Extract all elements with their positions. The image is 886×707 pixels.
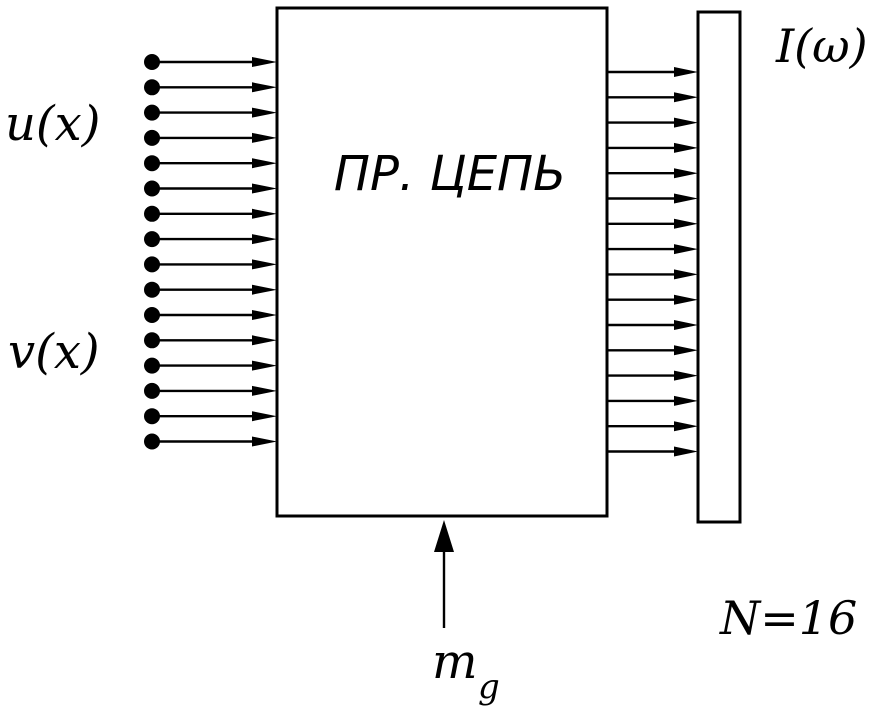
output-line (607, 370, 698, 381)
output-line (607, 168, 698, 179)
input-line (144, 231, 277, 248)
output-line (607, 67, 698, 77)
input-lines (144, 54, 277, 450)
output-line (607, 345, 698, 356)
output-line (607, 320, 698, 330)
output-arrowhead (674, 168, 698, 179)
control-label-main: m (432, 634, 478, 690)
output-arrowhead (674, 244, 698, 255)
input-arrowhead (252, 335, 277, 346)
input-line (144, 408, 277, 425)
output-arrowhead (674, 294, 698, 305)
output-line (607, 193, 698, 204)
output-line (607, 294, 698, 305)
output-arrowhead (674, 193, 698, 204)
input-arrowhead (252, 183, 277, 194)
channel-count-note: N=16 (719, 591, 857, 645)
input-arrowhead (252, 132, 277, 143)
output-arrowhead (674, 269, 698, 280)
input-line (144, 54, 277, 70)
input-line (144, 104, 277, 121)
output-arrowhead (674, 395, 698, 406)
output-line (607, 117, 698, 128)
output-line (607, 142, 698, 153)
output-line (607, 446, 698, 457)
input-arrowhead (252, 310, 277, 320)
input-arrowhead (252, 158, 277, 169)
processing-block (275, 6, 609, 518)
output-bar (696, 10, 742, 524)
output-line (607, 269, 698, 280)
output-arrowhead (674, 320, 698, 330)
input-line (144, 205, 277, 222)
input-arrowhead (252, 57, 277, 67)
input-arrowhead (252, 82, 277, 93)
input-arrowhead (252, 360, 277, 371)
input-line (144, 79, 277, 96)
output-line (607, 92, 698, 103)
input-arrowhead (252, 284, 277, 295)
input-line (144, 307, 277, 323)
input-arrowhead (252, 411, 277, 422)
control-label-sub: g (478, 667, 500, 707)
input-line (144, 180, 277, 197)
output-arrowhead (674, 142, 698, 153)
input-line (144, 281, 277, 298)
output-arrowhead (674, 117, 698, 128)
input-line (144, 332, 277, 349)
input-arrowhead (252, 259, 277, 270)
input-top-label: u(x) (5, 96, 100, 152)
output-arrowhead (674, 446, 698, 457)
input-line (144, 357, 277, 374)
output-lines (607, 67, 698, 457)
output-arrowhead (674, 92, 698, 103)
input-line (144, 256, 277, 273)
control-arrowhead (434, 520, 454, 552)
output-arrowhead (674, 370, 698, 381)
output-arrowhead (674, 218, 698, 229)
output-arrowhead (674, 67, 698, 77)
processing-block-label: ПР. ЦЕПЬ (334, 146, 566, 202)
input-line (144, 129, 277, 146)
input-line (144, 155, 277, 172)
input-line (144, 382, 277, 399)
output-arrowhead (674, 345, 698, 356)
output-line (607, 244, 698, 255)
input-line (144, 433, 277, 450)
input-arrowhead (252, 436, 277, 447)
input-arrowhead (252, 234, 277, 245)
output-label: I(ω) (775, 19, 868, 73)
output-line (607, 218, 698, 229)
output-line (607, 395, 698, 406)
output-line (607, 421, 698, 432)
input-arrowhead (252, 208, 277, 219)
input-bottom-label: v(x) (8, 324, 100, 380)
input-arrowhead (252, 385, 277, 396)
input-arrowhead (252, 107, 277, 118)
output-arrowhead (674, 421, 698, 432)
